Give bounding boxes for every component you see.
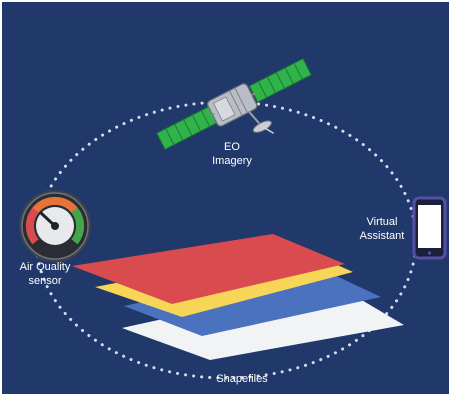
gauge-arc-red bbox=[25, 207, 39, 245]
stacked-layers-icon bbox=[72, 234, 404, 360]
solar-panel-left bbox=[156, 105, 220, 150]
blue-layer bbox=[124, 264, 381, 336]
eo-imagery-label: EO Imagery bbox=[212, 141, 252, 167]
solar-panel-right bbox=[248, 58, 312, 103]
gauge-arc-orange bbox=[32, 196, 78, 213]
virtual-assistant-label: Virtual Assistant bbox=[359, 216, 405, 242]
gauge-icon bbox=[19, 190, 91, 262]
diagram-canvas: EO Imagery Virtual Assistant Air Quality… bbox=[2, 2, 449, 394]
shapefiles-label: Shapefiles bbox=[216, 373, 268, 385]
smartphone-icon bbox=[412, 196, 447, 260]
air-quality-label: Air Quality sensor bbox=[19, 261, 71, 287]
satellite-icon bbox=[156, 58, 312, 150]
gauge-arc-green bbox=[71, 207, 85, 245]
diagram-svg bbox=[19, 58, 447, 380]
satellite-dish bbox=[248, 111, 274, 134]
red-layer bbox=[72, 234, 345, 304]
